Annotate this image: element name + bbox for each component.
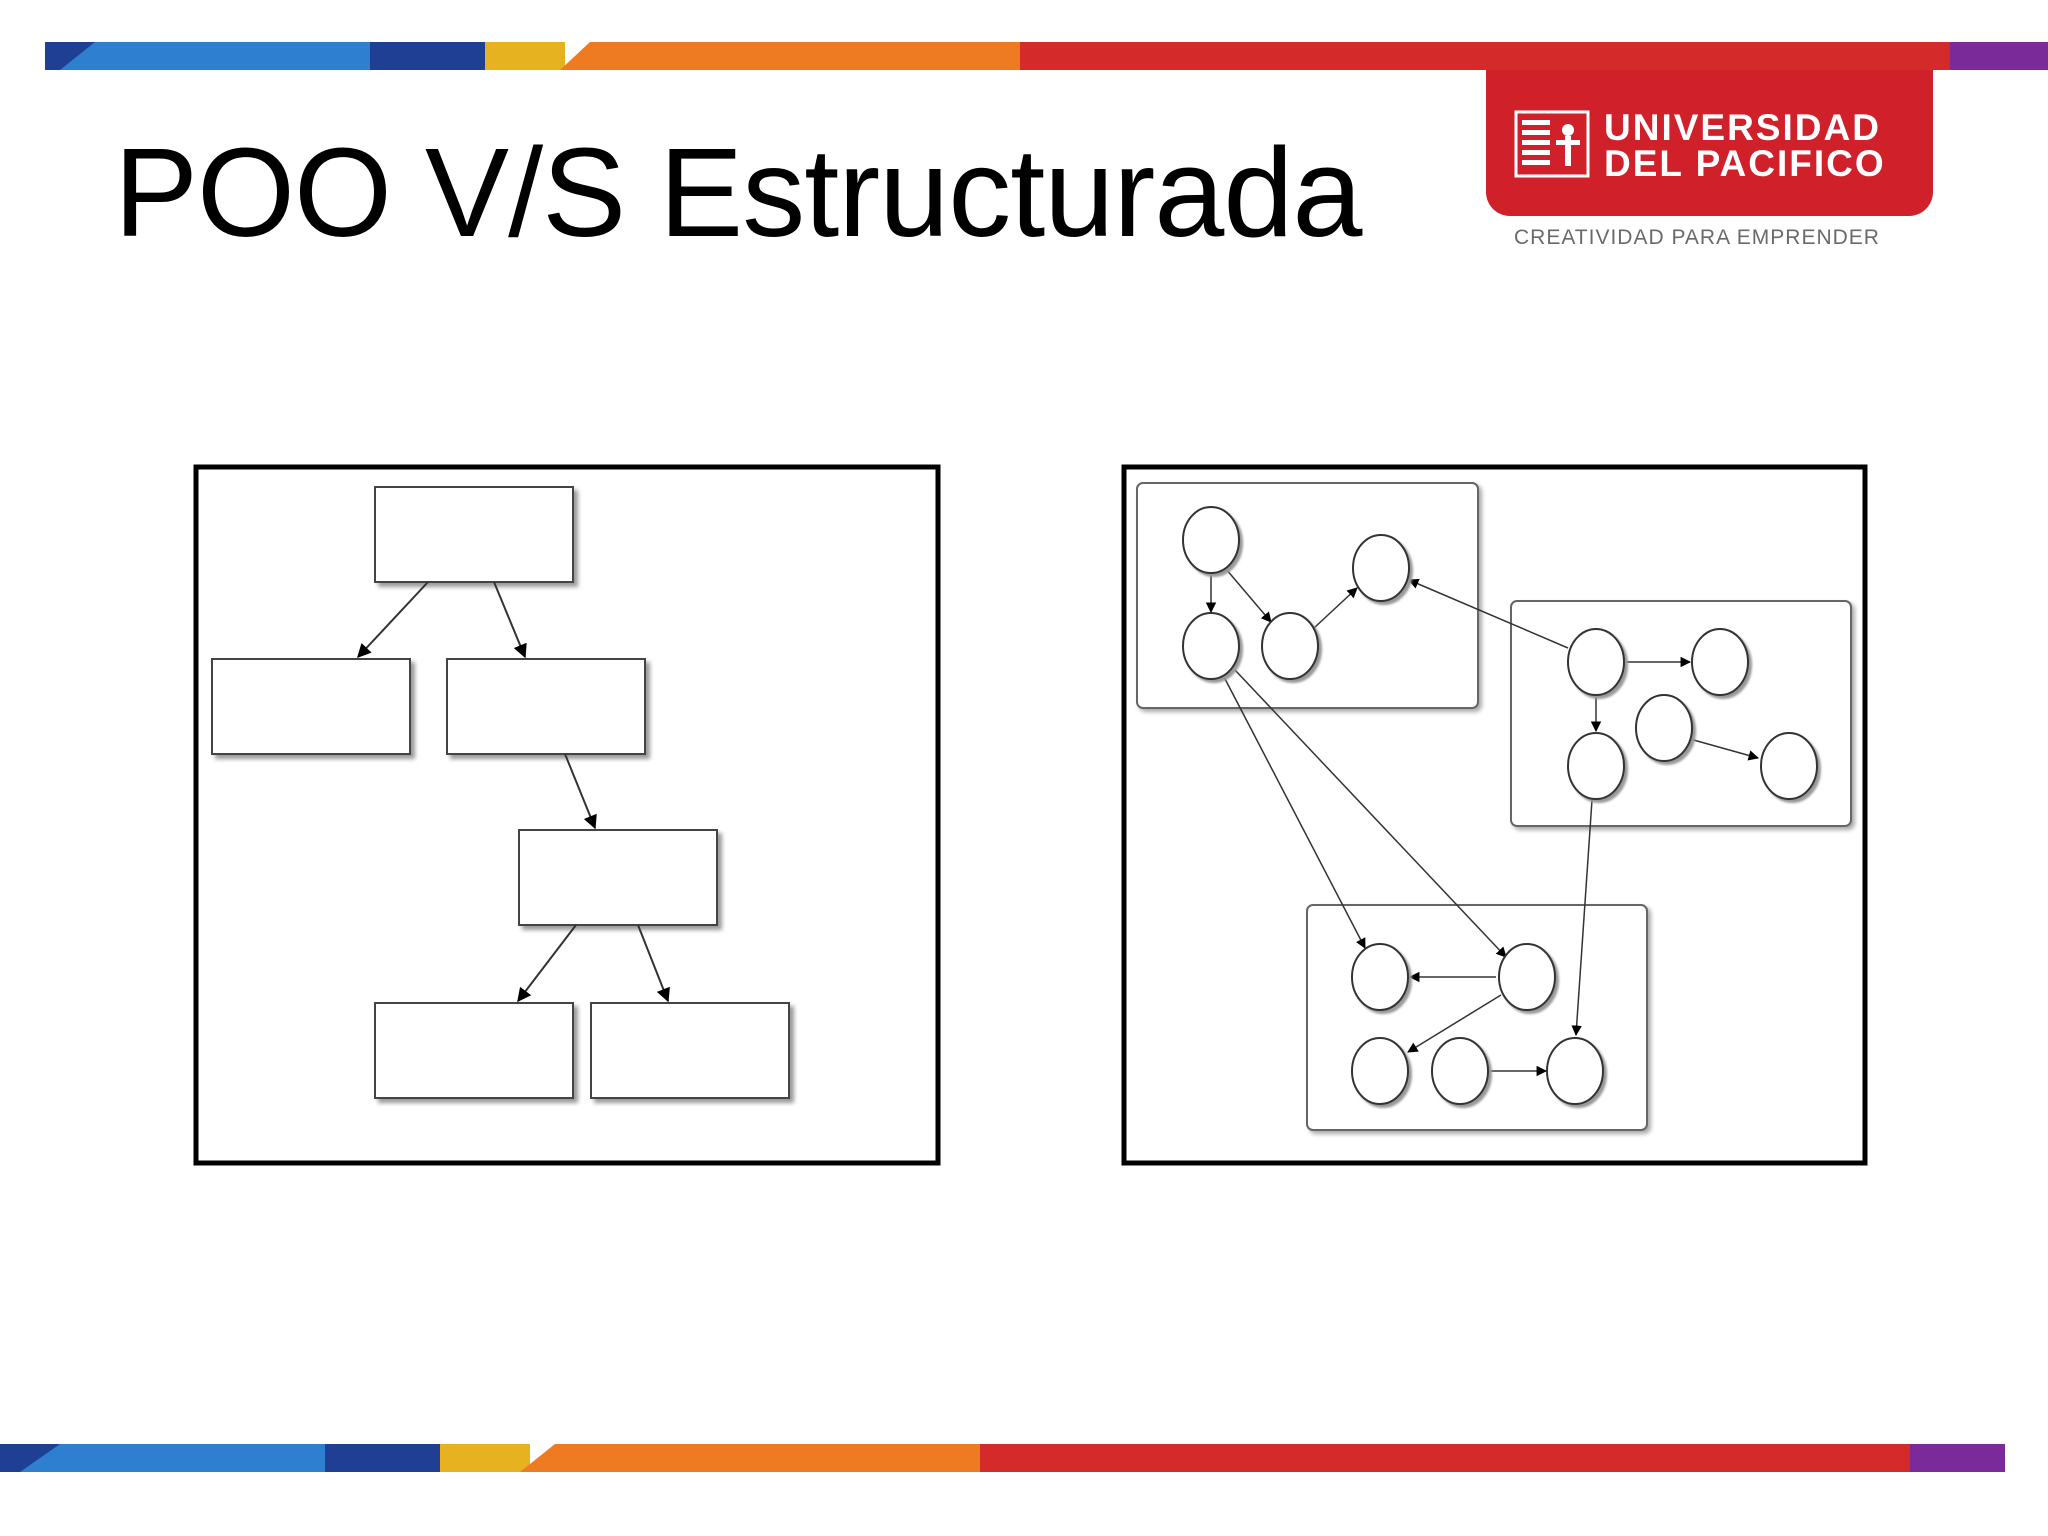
- slide-title: POO V/S Estructurada: [114, 122, 1363, 263]
- object-link: [1234, 669, 1507, 958]
- structured-arrow: [517, 924, 577, 1003]
- top-color-band: [45, 42, 2048, 70]
- structured-box: [374, 1002, 574, 1099]
- structured-box: [374, 486, 574, 583]
- logo-tagline: CREATIVIDAD PARA EMPRENDER: [1514, 226, 1880, 249]
- structured-box: [590, 1002, 790, 1099]
- object-group: [1136, 482, 1479, 709]
- object-node: [1498, 943, 1556, 1011]
- object-node: [1261, 612, 1319, 680]
- object-link: [1313, 587, 1358, 629]
- logo-name-line1: UNIVERSIDAD: [1604, 107, 1881, 148]
- object-node: [1351, 943, 1409, 1011]
- object-node: [1182, 506, 1240, 574]
- object-link: [1408, 578, 1569, 649]
- logo-name-line2: DEL PACIFICO: [1604, 143, 1886, 184]
- object-link: [1689, 738, 1760, 761]
- object-link: [1407, 994, 1502, 1053]
- object-node: [1635, 694, 1693, 762]
- object-link: [1222, 674, 1366, 949]
- structured-box: [211, 658, 411, 755]
- object-node: [1691, 628, 1749, 696]
- logo-emblem-icon: [1514, 110, 1590, 178]
- structured-arrow: [564, 753, 597, 830]
- object-node: [1546, 1037, 1604, 1105]
- object-node: [1567, 732, 1625, 800]
- structured-diagram: [193, 464, 941, 1166]
- structured-box: [518, 829, 718, 926]
- object-node: [1352, 534, 1410, 602]
- structured-box: [446, 658, 646, 755]
- object-node: [1567, 628, 1625, 696]
- object-link: [1225, 568, 1272, 623]
- object-oriented-diagram: [1121, 464, 1868, 1166]
- object-node: [1431, 1037, 1489, 1105]
- bottom-color-band: [0, 1444, 2005, 1472]
- object-node: [1760, 732, 1818, 800]
- object-node: [1351, 1037, 1409, 1105]
- university-logo: UNIVERSIDAD DEL PACIFICO CREATIVIDAD PAR…: [1486, 70, 1933, 260]
- structured-arrow: [493, 581, 527, 659]
- object-node: [1182, 612, 1240, 680]
- structured-arrow: [637, 924, 670, 1003]
- structured-arrow: [357, 581, 429, 659]
- object-link: [1571, 799, 1593, 1037]
